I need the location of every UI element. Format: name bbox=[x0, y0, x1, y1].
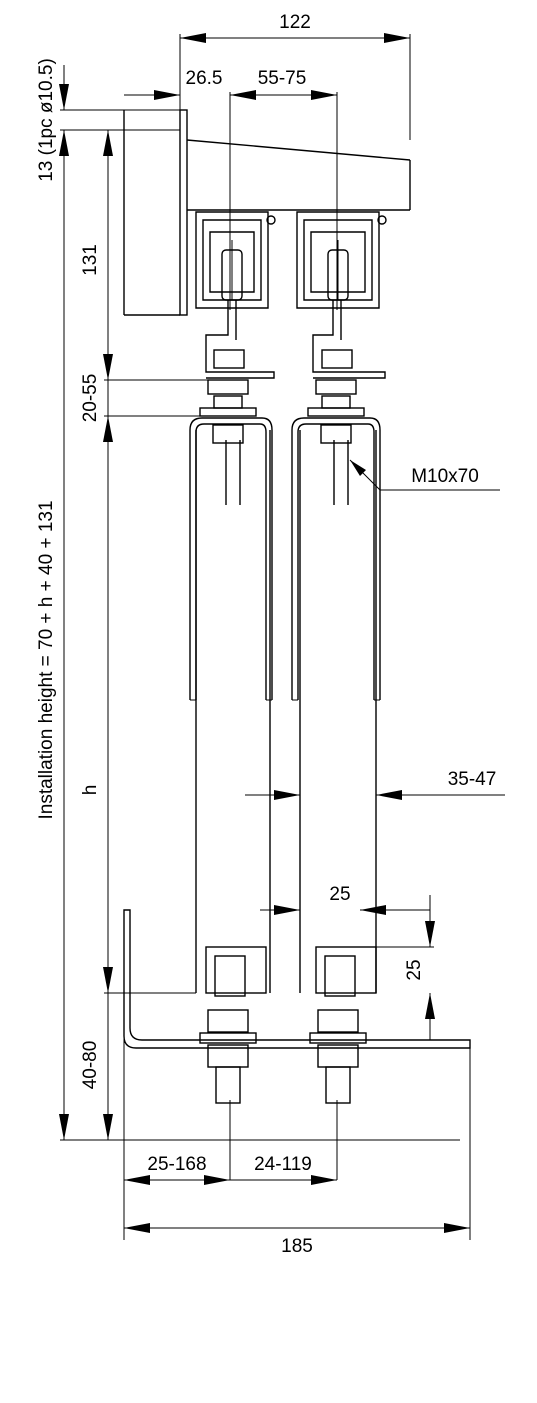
dim-25-vertical-label: 25 bbox=[404, 959, 425, 980]
dim-24-119-label: 24-119 bbox=[254, 1154, 312, 1175]
dim-35-47-label: 35-47 bbox=[448, 769, 497, 790]
door-panel-right bbox=[299, 430, 377, 993]
dim-131-label: 131 bbox=[80, 244, 101, 276]
door-bracket-right bbox=[291, 417, 381, 701]
bolt-label: M10x70 bbox=[411, 466, 479, 487]
dim-25-horizontal-label: 25 bbox=[329, 884, 350, 905]
dim-185-label: 185 bbox=[281, 1236, 313, 1257]
installation-height-label: Installation height = 70 + h + 40 + 131 bbox=[36, 500, 57, 819]
trolley-left bbox=[195, 211, 276, 379]
floor-angle-profile bbox=[123, 909, 471, 1140]
upper-nuts-right bbox=[307, 349, 365, 505]
dim-40-80-label: 40-80 bbox=[80, 1041, 101, 1090]
dim-122-label: 122 bbox=[279, 12, 311, 33]
dim-13-hole-label: 13 (1pc ø10.5) bbox=[36, 58, 57, 182]
dim-55-75-label: 55-75 bbox=[258, 68, 307, 89]
dimension-lines bbox=[59, 33, 505, 1240]
track-profile bbox=[186, 139, 411, 211]
trolley-right bbox=[296, 211, 387, 379]
floor-guide-right bbox=[309, 946, 377, 1104]
upper-nuts-left bbox=[199, 349, 257, 505]
door-bracket-left bbox=[189, 417, 273, 701]
door-panel-left bbox=[195, 430, 271, 993]
wall-bracket bbox=[60, 109, 188, 316]
dim-25-168-label: 25-168 bbox=[147, 1154, 206, 1175]
dim-26-5-label: 26.5 bbox=[186, 68, 223, 89]
floor-guide-left bbox=[199, 946, 267, 1104]
dim-h-label: h bbox=[80, 785, 101, 796]
dim-20-55-label: 20-55 bbox=[80, 374, 101, 423]
